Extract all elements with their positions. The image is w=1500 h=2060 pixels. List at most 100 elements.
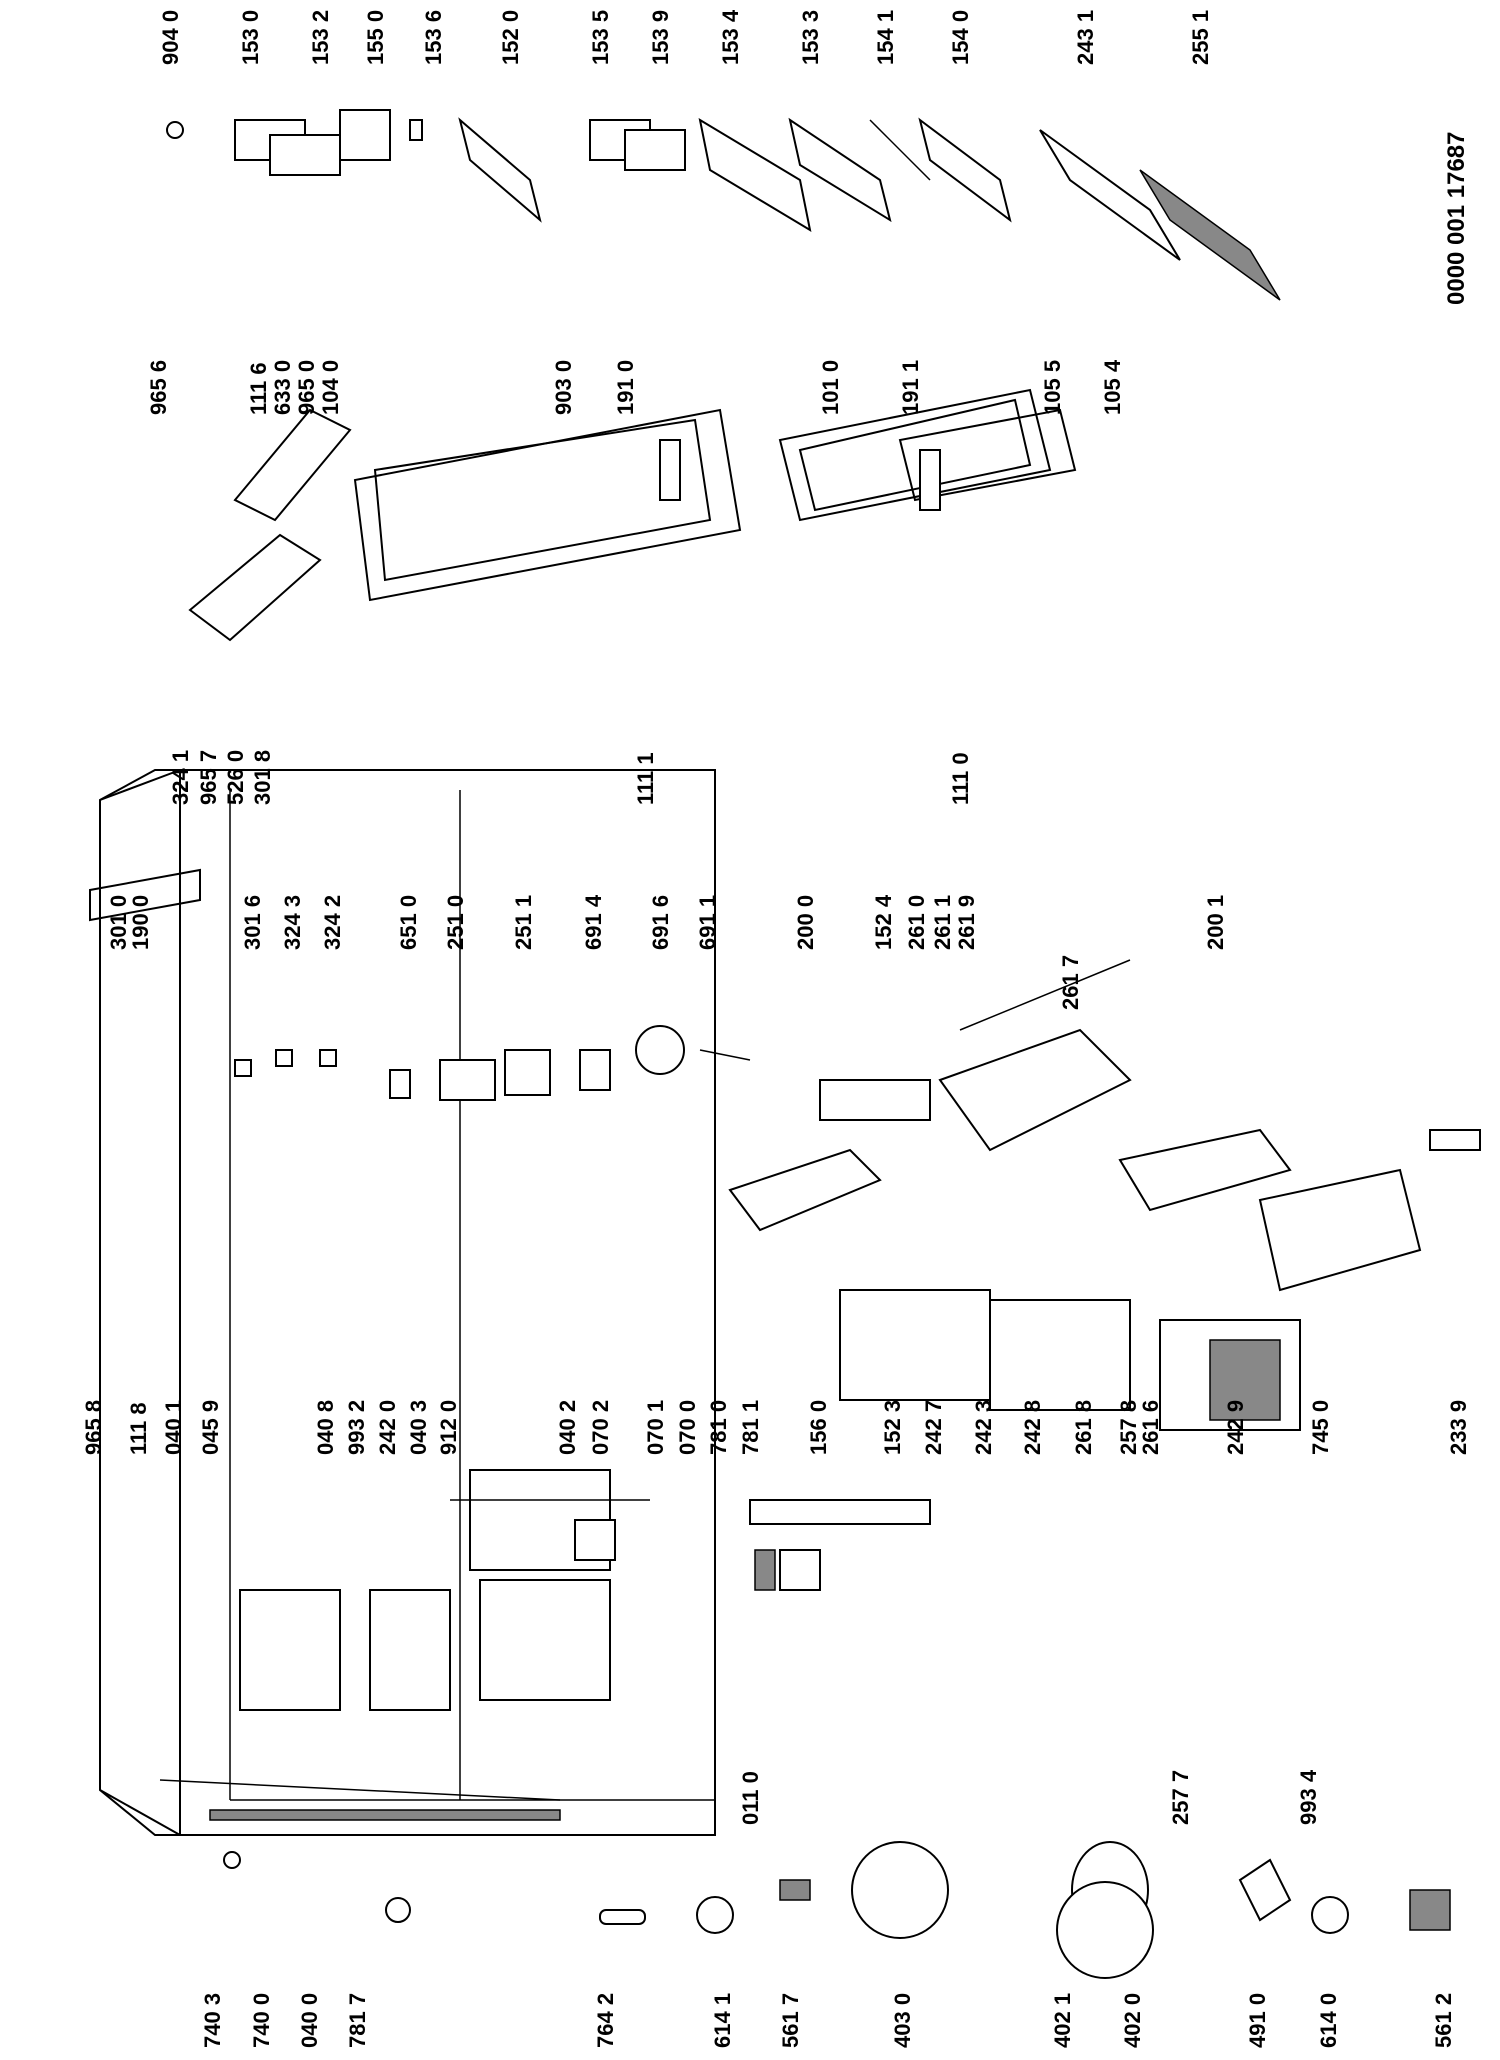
cabinet-drawing xyxy=(99,769,716,1836)
part-label: 614 0 xyxy=(1316,1992,1341,2048)
part-label: 105 5 xyxy=(1040,359,1065,415)
part-label: 251 1 xyxy=(511,894,536,950)
part-label: 491 0 xyxy=(1245,1992,1270,2048)
part-label: 261 1 xyxy=(930,894,955,950)
part-label: 526 0 xyxy=(223,749,248,805)
part-label: 261 0 xyxy=(904,894,929,950)
part-label: 045 9 xyxy=(198,1399,223,1455)
part-label: 764 2 xyxy=(593,1992,618,2048)
part-label: 242 7 xyxy=(921,1399,946,1455)
part-label: 242 8 xyxy=(1020,1399,1045,1455)
part-label: 152 4 xyxy=(871,894,896,950)
part-label: 153 9 xyxy=(648,9,673,65)
part-label: 324 2 xyxy=(320,894,345,950)
part-label: 993 2 xyxy=(344,1399,369,1455)
part-label: 257 7 xyxy=(1168,1769,1193,1825)
part-label: 781 0 xyxy=(706,1399,731,1455)
part-label: 153 5 xyxy=(588,9,613,65)
part-label: 200 1 xyxy=(1203,894,1228,950)
part-label: 156 0 xyxy=(806,1399,831,1455)
part-label: 153 4 xyxy=(718,9,743,65)
part-label: 261 6 xyxy=(1138,1399,1163,1455)
part-label: 904 0 xyxy=(158,9,183,65)
part-label: 104 0 xyxy=(318,359,343,415)
part-label: 324 3 xyxy=(280,894,305,950)
part-label: 324 1 xyxy=(168,749,193,805)
part-label: 965 0 xyxy=(294,359,319,415)
part-label: 965 7 xyxy=(196,749,221,805)
part-label: 040 3 xyxy=(406,1399,431,1455)
part-label: 242 3 xyxy=(971,1399,996,1455)
part-label: 993 4 xyxy=(1296,1769,1321,1825)
part-label: 740 3 xyxy=(200,1992,225,2048)
part-label: 242 0 xyxy=(375,1399,400,1455)
part-label: 561 2 xyxy=(1431,1992,1456,2048)
part-label: 111 8 xyxy=(126,1402,151,1455)
part-label: 561 7 xyxy=(778,1992,803,2048)
part-label: 153 2 xyxy=(308,9,333,65)
part-label: 191 1 xyxy=(898,359,923,415)
part-label: 740 0 xyxy=(249,1992,274,2048)
part-label: 233 9 xyxy=(1446,1399,1471,1455)
part-label: 152 0 xyxy=(498,9,523,65)
part-label: 402 0 xyxy=(1120,1992,1145,2048)
part-label: 255 1 xyxy=(1188,9,1213,65)
part-label: 153 6 xyxy=(421,9,446,65)
part-label: 301 8 xyxy=(250,749,275,805)
part-label: 403 0 xyxy=(890,1992,915,2048)
left-small-parts xyxy=(223,1841,1451,1979)
part-label: 301 0 xyxy=(106,894,131,950)
part-label: 301 6 xyxy=(240,894,265,950)
part-label: 261 7 xyxy=(1058,954,1083,1010)
part-label: 691 4 xyxy=(581,894,606,950)
part-label: 040 2 xyxy=(555,1399,580,1455)
part-label: 251 0 xyxy=(443,894,468,950)
part-label: 781 1 xyxy=(738,1399,763,1455)
part-label: 153 0 xyxy=(238,9,263,65)
part-label: 745 0 xyxy=(1308,1399,1333,1455)
part-label: 190 0 xyxy=(128,894,153,950)
part-label: 965 6 xyxy=(146,359,171,415)
part-label: 965 8 xyxy=(81,1399,106,1455)
part-label: 261 8 xyxy=(1071,1399,1096,1455)
part-label: 153 3 xyxy=(798,9,823,65)
part-label: 651 0 xyxy=(396,894,421,950)
door-shelves xyxy=(166,109,1281,301)
part-label: 200 0 xyxy=(793,894,818,950)
part-label: 154 1 xyxy=(873,9,898,65)
part-label: 633 0 xyxy=(270,359,295,415)
part-label: 152 3 xyxy=(880,1399,905,1455)
part-label: 111 1 xyxy=(633,752,658,805)
part-label: 070 0 xyxy=(675,1399,700,1455)
center-parts xyxy=(574,1289,1301,1591)
part-label: 242 9 xyxy=(1223,1399,1248,1455)
part-label: 912 0 xyxy=(436,1399,461,1455)
part-label: 040 8 xyxy=(313,1399,338,1455)
center-right-parts xyxy=(89,868,1481,1292)
part-label: 257 8 xyxy=(1116,1399,1141,1455)
door-assembly xyxy=(188,388,1077,642)
part-label: 691 6 xyxy=(648,894,673,950)
part-label: 243 1 xyxy=(1073,9,1098,65)
part-label: 070 1 xyxy=(643,1399,668,1455)
part-label: 691 1 xyxy=(695,894,720,950)
part-label: 781 7 xyxy=(345,1992,370,2048)
part-label: 040 1 xyxy=(161,1399,186,1455)
part-label: 111 6 xyxy=(246,362,271,415)
part-label: 261 9 xyxy=(954,894,979,950)
part-label: 011 0 xyxy=(738,1771,763,1825)
part-label: 040 0 xyxy=(297,1992,322,2048)
part-label: 154 0 xyxy=(948,9,973,65)
part-label: 111 0 xyxy=(948,752,973,805)
part-label: 155 0 xyxy=(363,9,388,65)
part-label: 903 0 xyxy=(551,359,576,415)
part-label: 070 2 xyxy=(588,1399,613,1455)
part-label: 614 1 xyxy=(710,1992,735,2048)
document-id: 0000 001 17687 xyxy=(1443,131,1470,305)
part-label: 191 0 xyxy=(613,359,638,415)
part-label: 402 1 xyxy=(1050,1992,1075,2048)
part-label: 101 0 xyxy=(818,359,843,415)
part-label: 105 4 xyxy=(1100,359,1125,415)
